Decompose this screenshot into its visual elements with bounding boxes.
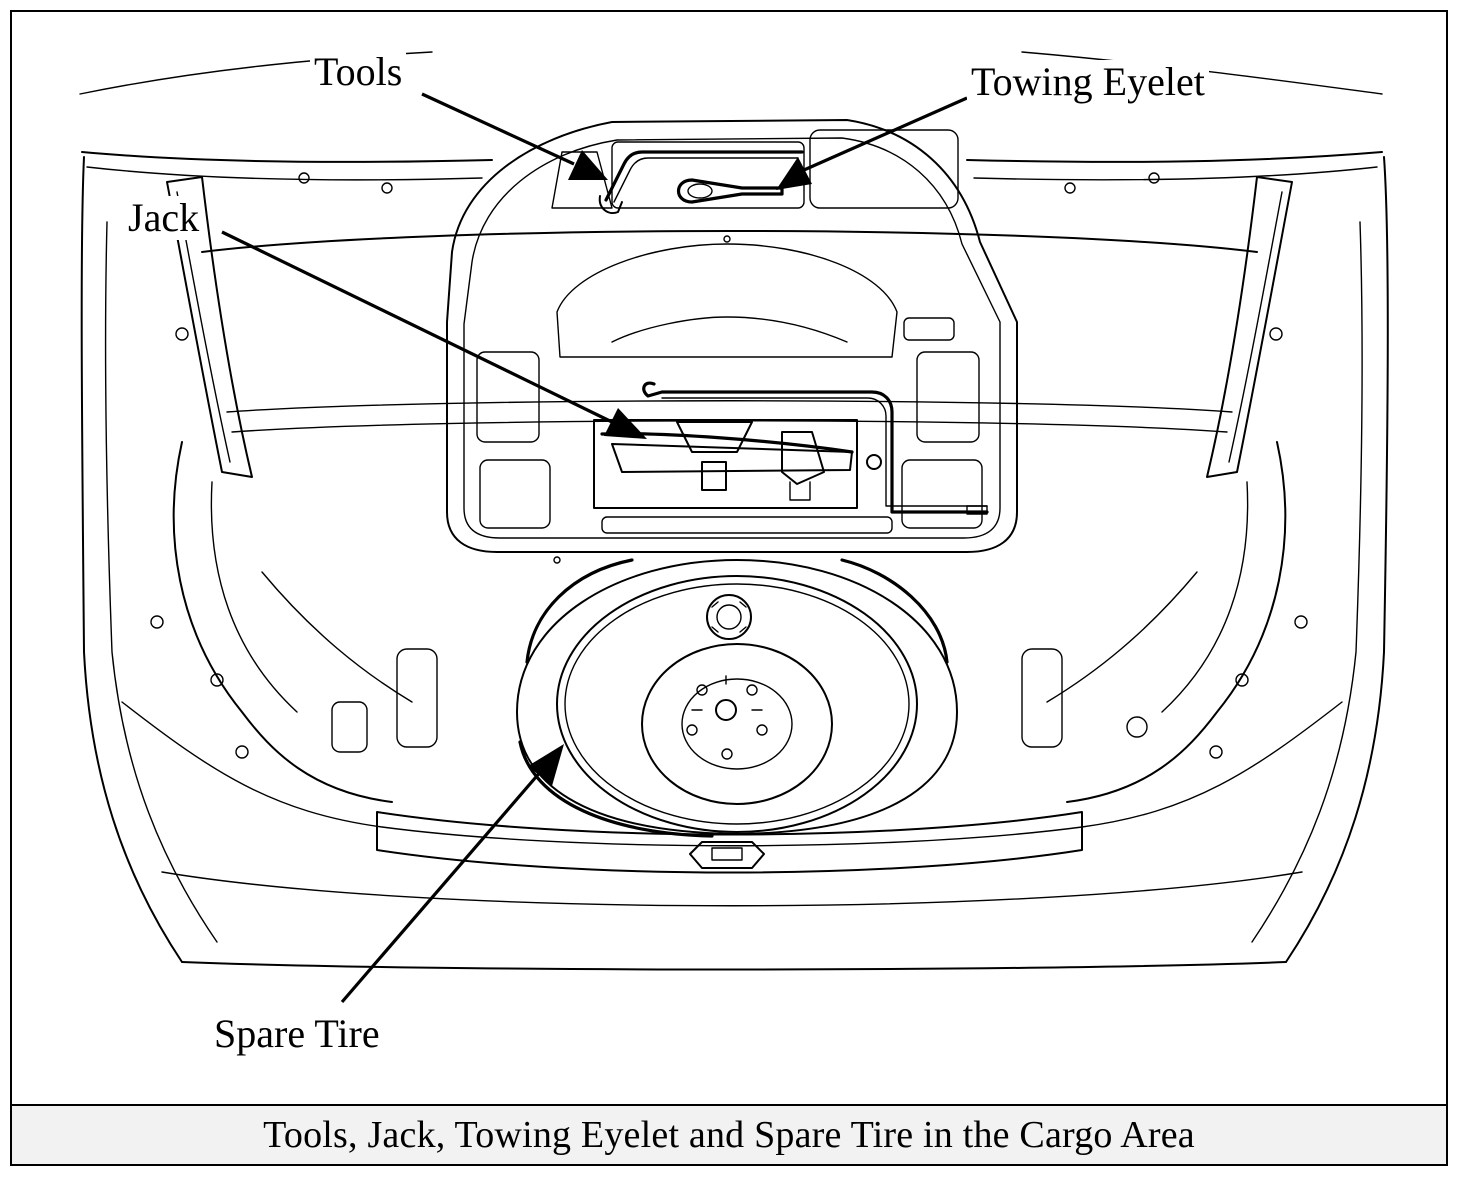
- label-towing-eyelet: Towing Eyelet: [967, 60, 1209, 104]
- storage-tray: [446, 119, 1018, 564]
- label-tools: Tools: [310, 50, 407, 94]
- figure-caption: Tools, Jack, Towing Eyelet and Spare Tir…: [263, 1114, 1195, 1156]
- spare-tire: [516, 558, 958, 838]
- label-jack: Jack: [124, 196, 204, 240]
- car-body-outline: [79, 51, 1389, 971]
- leader-jack: [221, 230, 647, 439]
- leader-spare-tire: [340, 744, 564, 1004]
- label-spare-tire: Spare Tire: [210, 1012, 384, 1056]
- cargo-area-drawing: [79, 51, 1389, 1004]
- leader-tools: [421, 92, 608, 180]
- figure-frame: Tools Towing Eyelet Jack Spare Tire Tool…: [10, 10, 1448, 1166]
- towing-eyelet: [676, 178, 784, 204]
- caption-bar: Tools, Jack, Towing Eyelet and Spare Tir…: [12, 1104, 1446, 1164]
- leader-towing-eyelet: [776, 96, 968, 190]
- jack-handle-rod: [642, 381, 989, 515]
- tools-wrench: [598, 150, 804, 214]
